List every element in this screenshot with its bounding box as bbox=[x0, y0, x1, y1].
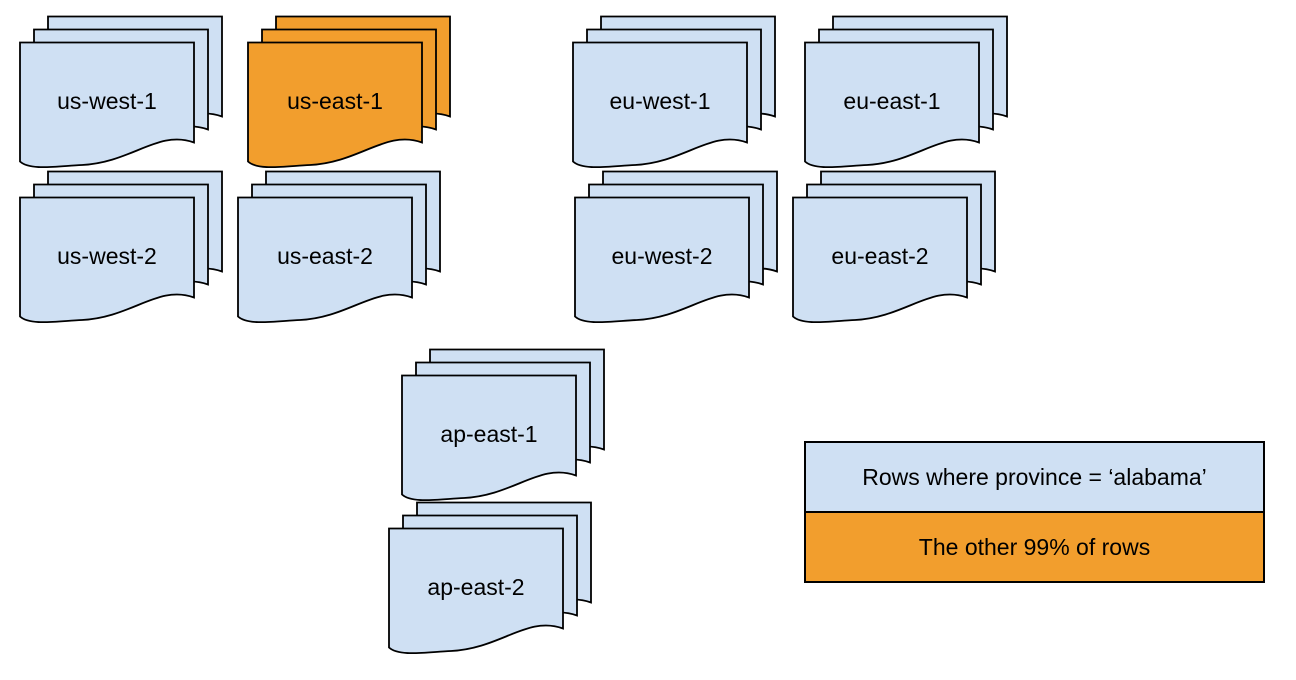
document-stack-shape bbox=[401, 348, 605, 502]
legend-row-other-rows: The other 99% of rows bbox=[806, 511, 1263, 581]
region-label-ap-east-2: ap-east-2 bbox=[427, 573, 525, 600]
legend-label-alabama: Rows where province = ‘alabama’ bbox=[862, 463, 1207, 490]
region-stack-us-east-2: us-east-2 bbox=[237, 170, 441, 327]
region-label-us-east-2: us-east-2 bbox=[277, 242, 373, 269]
document-stack-shape bbox=[237, 170, 441, 324]
region-label-eu-west-1: eu-west-1 bbox=[609, 87, 711, 114]
document-stack-shape bbox=[792, 170, 996, 324]
region-stack-us-east-1: us-east-1 bbox=[247, 15, 451, 172]
region-label-eu-west-2: eu-west-2 bbox=[611, 242, 713, 269]
region-stack-us-west-1: us-west-1 bbox=[19, 15, 223, 172]
document-stack-shape bbox=[574, 170, 778, 324]
document-stack-shape bbox=[19, 170, 223, 324]
legend-label-other-rows: The other 99% of rows bbox=[918, 533, 1151, 560]
region-label-us-west-2: us-west-2 bbox=[57, 242, 157, 269]
legend-row-alabama: Rows where province = ‘alabama’ bbox=[806, 443, 1263, 511]
region-stack-us-west-2: us-west-2 bbox=[19, 170, 223, 327]
region-label-eu-east-2: eu-east-2 bbox=[831, 242, 929, 269]
document-stack-shape bbox=[572, 15, 776, 169]
document-stack-shape bbox=[247, 15, 451, 169]
region-label-eu-east-1: eu-east-1 bbox=[843, 87, 941, 114]
document-stack-shape bbox=[19, 15, 223, 169]
document-stack-shape bbox=[388, 501, 592, 655]
region-stack-ap-east-1: ap-east-1 bbox=[401, 348, 605, 505]
region-label-us-east-1: us-east-1 bbox=[287, 87, 383, 114]
region-stack-eu-east-2: eu-east-2 bbox=[792, 170, 996, 327]
region-stack-eu-west-2: eu-west-2 bbox=[574, 170, 778, 327]
region-stack-eu-west-1: eu-west-1 bbox=[572, 15, 776, 172]
region-label-us-west-1: us-west-1 bbox=[57, 87, 157, 114]
region-stack-ap-east-2: ap-east-2 bbox=[388, 501, 592, 658]
legend: Rows where province = ‘alabama’ The othe… bbox=[804, 441, 1265, 583]
document-stack-shape bbox=[804, 15, 1008, 169]
region-label-ap-east-1: ap-east-1 bbox=[440, 420, 538, 447]
region-stack-eu-east-1: eu-east-1 bbox=[804, 15, 1008, 172]
